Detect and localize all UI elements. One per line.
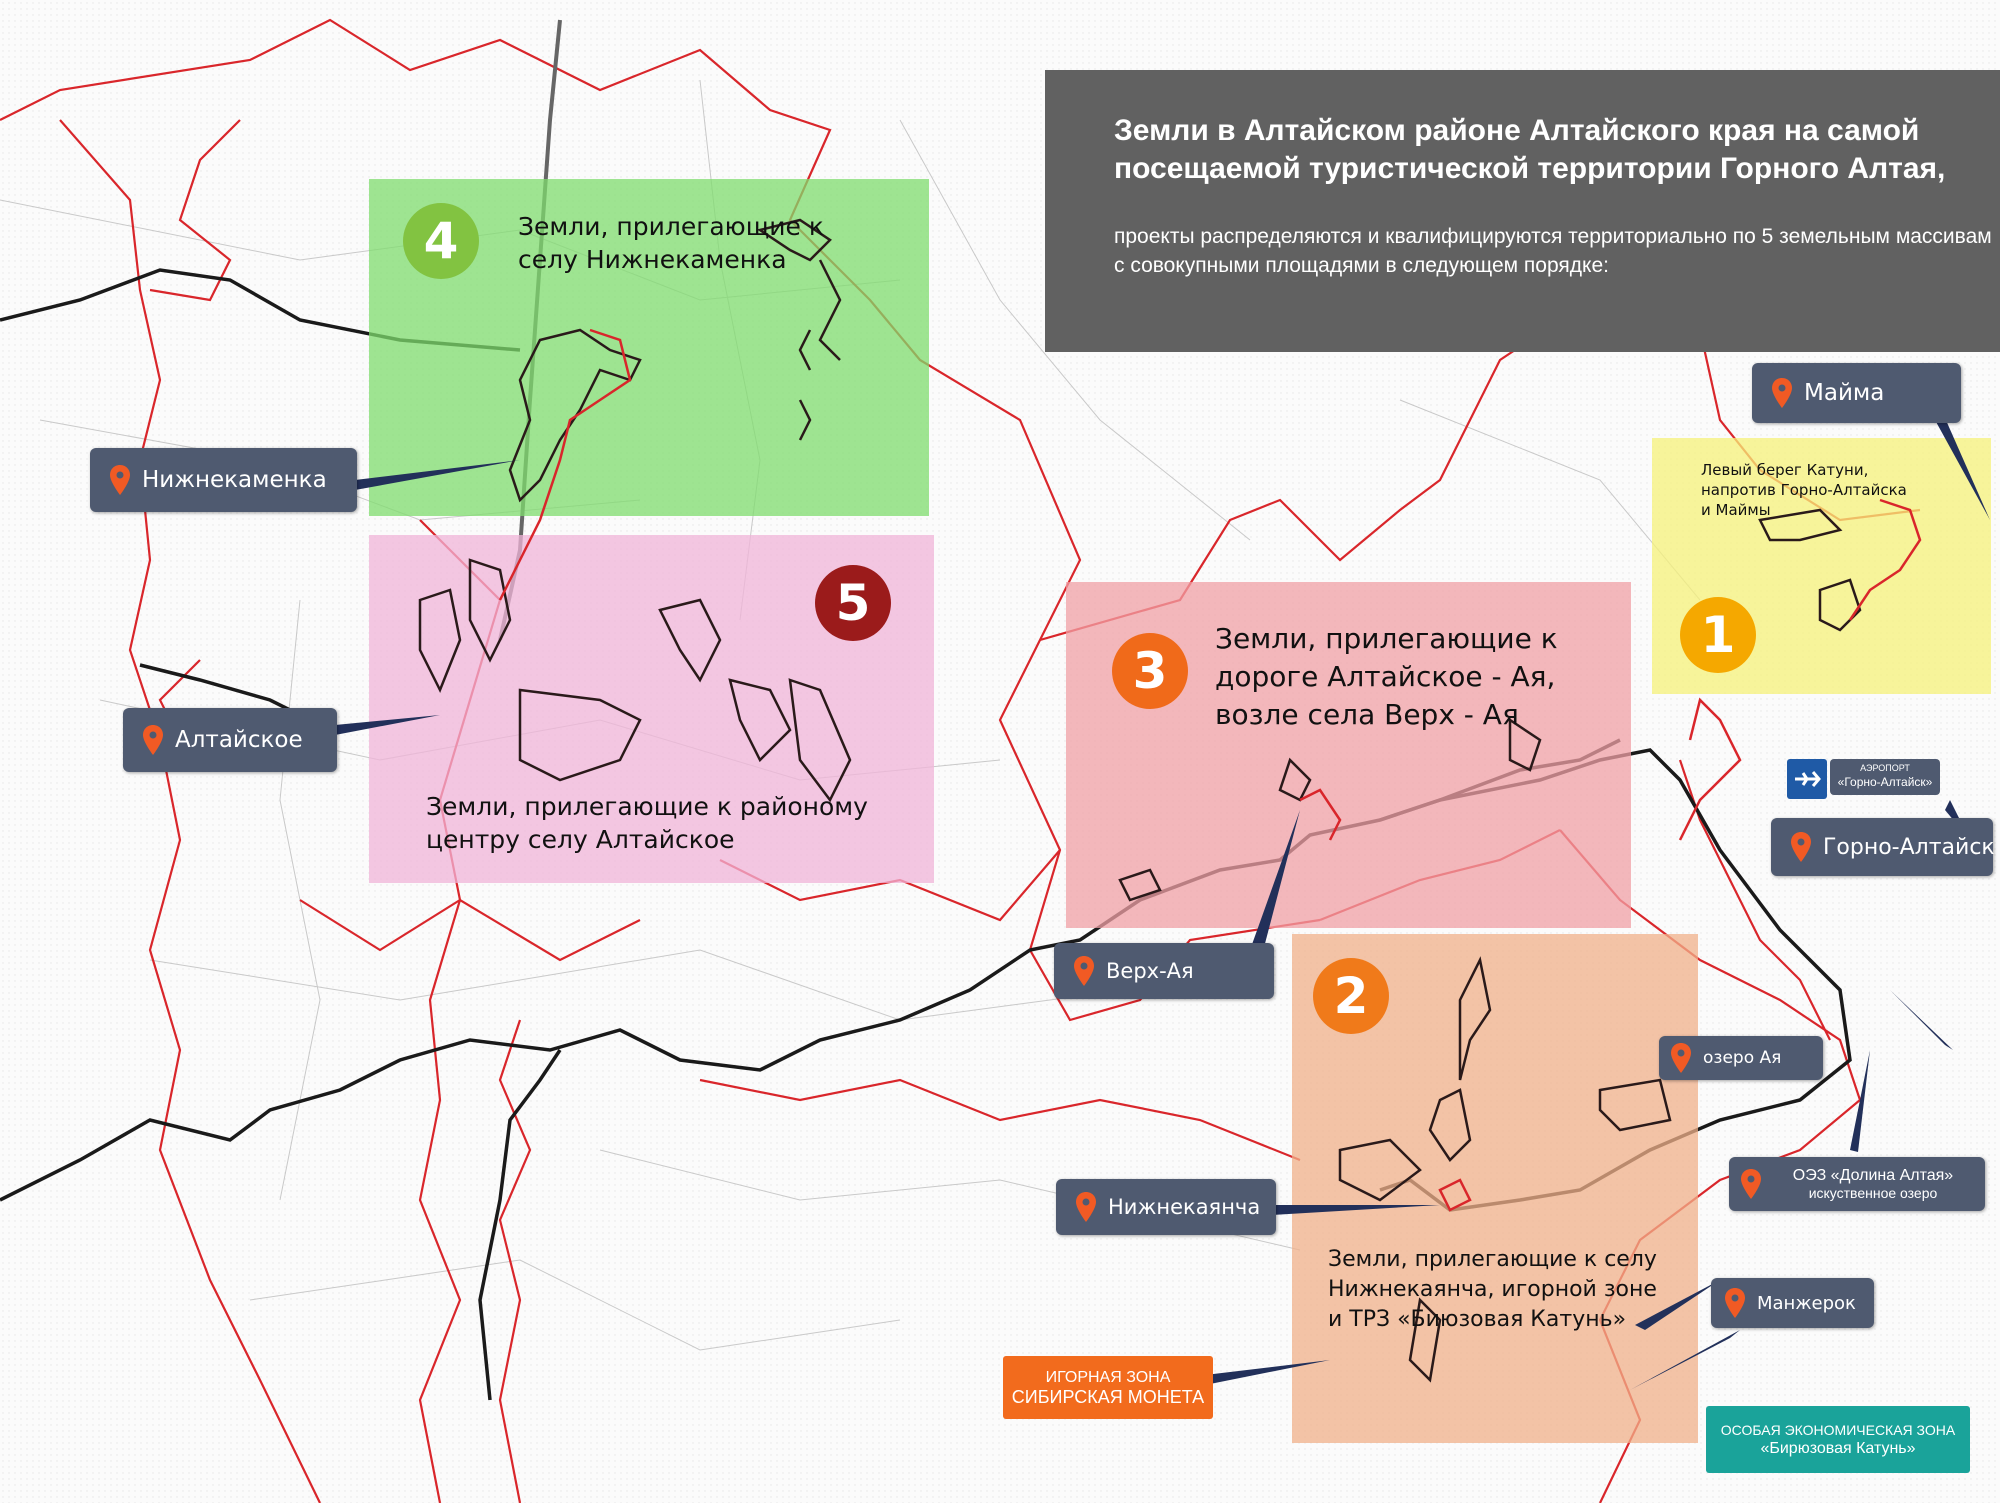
place-label-nizhnekamenka[interactable]: Нижнекаменка	[90, 448, 357, 512]
oez-katun-label[interactable]: ОСОБАЯ ЭКОНОМИЧЕСКАЯ ЗОНА «Бирюзовая Кат…	[1706, 1406, 1970, 1473]
place-name: Нижнекаянча	[1108, 1195, 1261, 1219]
place-label-manzherok[interactable]: Манжерок	[1711, 1278, 1874, 1328]
location-pin-icon	[1074, 956, 1094, 986]
settlement-outlines	[498, 328, 1922, 1212]
location-pin-icon	[1741, 1169, 1761, 1199]
oez-dolina-line1: ОЭЗ «Долина Алтая»	[1792, 1167, 1954, 1184]
airport-label[interactable]: АЭРОПОРТ «Горно-Алтайск»	[1830, 759, 1940, 795]
oez-katun-line2: «Бирюзовая Катунь»	[1760, 1440, 1916, 1457]
label-pointers	[335, 418, 1990, 1390]
place-name: Манжерок	[1757, 1292, 1856, 1314]
info-panel-body: проекты распределяются и квалифицируются…	[1114, 225, 1992, 277]
zone-2-badge: 2	[1313, 958, 1389, 1034]
place-label-maima[interactable]: Майма	[1752, 363, 1961, 423]
oez-dolina-line2: искуственное озеро	[1808, 1185, 1938, 1201]
location-pin-icon	[1076, 1192, 1096, 1222]
zone-1-badge: 1	[1680, 597, 1756, 673]
place-label-oez-dolina-altaya[interactable]: ОЭЗ «Долина Алтая» искуственное озеро	[1729, 1157, 1985, 1211]
place-label-gorno-altaysk[interactable]: Горно-Алтайск	[1771, 818, 1995, 876]
place-name: Нижнекаменка	[142, 467, 327, 493]
location-pin-icon	[1671, 1043, 1691, 1073]
place-name: Алтайское	[175, 727, 303, 753]
place-name: Майма	[1804, 380, 1885, 406]
gambling-zone-line2: СИБИРСКАЯ МОНЕТА	[1011, 1387, 1205, 1407]
place-label-ozero-aya[interactable]: озеро Ая	[1659, 1036, 1823, 1080]
location-pin-icon	[1725, 1288, 1745, 1318]
airport-label-line2: «Горно-Алтайск»	[1837, 775, 1933, 789]
zone-4-label: Земли, прилегающие к селу Нижнекаменка	[518, 212, 824, 274]
zone-3-label: Земли, прилегающие к дороге Алтайское - …	[1215, 622, 1558, 731]
airport-label-line1: АЭРОПОРТ	[1860, 763, 1910, 773]
zone-4-badge: 4	[403, 203, 479, 279]
place-name: Верх-Ая	[1106, 959, 1194, 983]
location-pin-icon	[143, 725, 163, 755]
location-pin-icon	[1772, 378, 1792, 408]
info-panel-title: Земли в Алтайском районе Алтайского края…	[1114, 114, 1946, 185]
place-name: Горно-Алтайск	[1823, 834, 1995, 860]
location-pin-icon	[1791, 832, 1811, 862]
airplane-icon	[1795, 771, 1821, 787]
place-label-altayskoe[interactable]: Алтайское	[123, 708, 337, 772]
place-label-nizhnekayancha[interactable]: Нижнекаянча	[1056, 1179, 1276, 1235]
oez-katun-line1: ОСОБАЯ ЭКОНОМИЧЕСКАЯ ЗОНА	[1720, 1422, 1956, 1438]
location-pin-icon	[110, 465, 130, 495]
gambling-zone-label[interactable]: ИГОРНАЯ ЗОНА СИБИРСКАЯ МОНЕТА	[1003, 1356, 1213, 1419]
place-label-verkh-aya[interactable]: Верх-Ая	[1054, 943, 1274, 999]
place-name: озеро Ая	[1703, 1048, 1782, 1068]
airport-icon[interactable]	[1787, 759, 1827, 799]
zone-2-label: Земли, прилегающие к селу Нижнекаянча, и…	[1328, 1247, 1657, 1332]
zone-5-badge: 5	[815, 565, 891, 641]
gambling-zone-line1: ИГОРНАЯ ЗОНА	[1045, 1369, 1171, 1386]
zone-1-label: Левый берег Катуни, напротив Горно-Алтай…	[1701, 461, 1907, 519]
info-panel: Земли в Алтайском районе Алтайского края…	[1045, 70, 2000, 352]
zone-3-badge: 3	[1112, 633, 1188, 709]
zone-5-label: Земли, прилегающие к районому центру сел…	[426, 792, 868, 854]
